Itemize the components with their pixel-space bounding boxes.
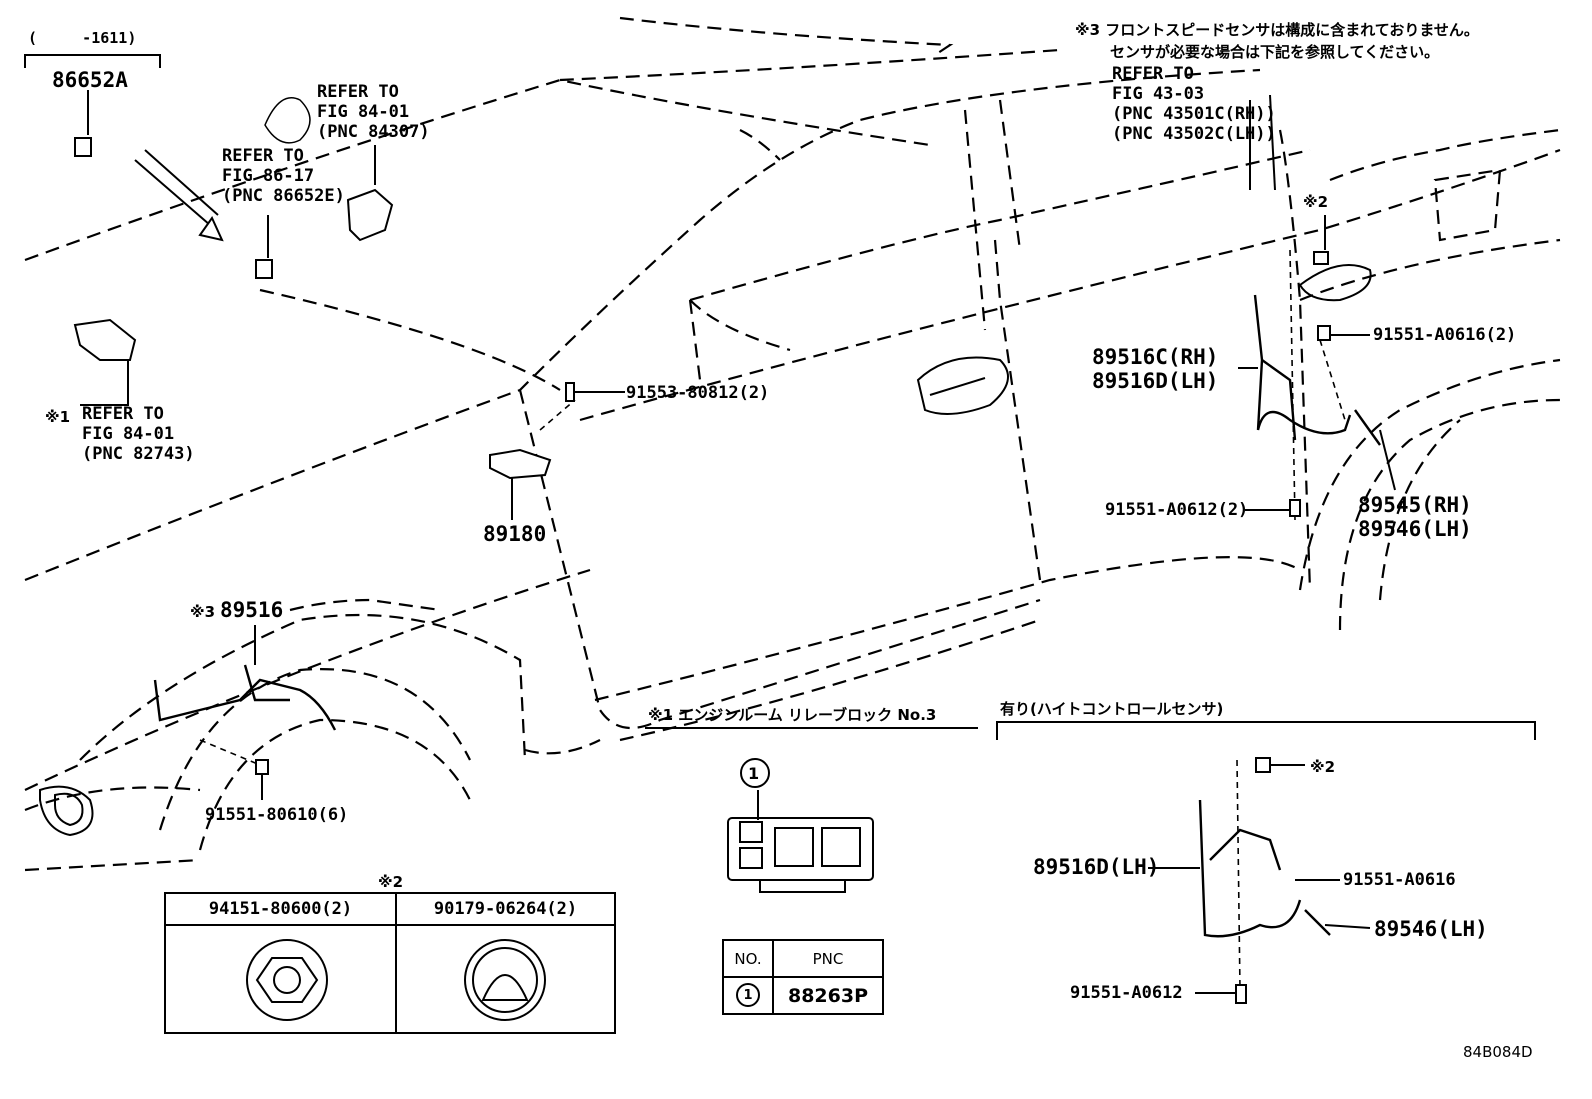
- part-86652A[interactable]: 86652A: [52, 68, 128, 92]
- note-3-line-1: ※3 フロントスピードセンサは構成に含まれておりません。: [1075, 21, 1479, 39]
- note-mark-1: ※1: [45, 408, 71, 426]
- relay-bracket-icon: [73, 318, 137, 361]
- note-mark-2-table: ※2: [378, 873, 404, 891]
- refer-82743[interactable]: REFER TO FIG 84-01 (PNC 82743): [82, 404, 195, 464]
- part-icons: [73, 137, 1331, 1004]
- part-89516D-variant[interactable]: 89516D(LH): [1033, 855, 1160, 879]
- pnc-row-value[interactable]: 88263P: [787, 984, 869, 1007]
- relay-block-icon: [727, 758, 874, 893]
- part-89180[interactable]: 89180: [483, 522, 547, 546]
- part-91551-A0616[interactable]: 91551-A0616: [1343, 870, 1456, 890]
- clip-icon: [255, 259, 273, 279]
- part-89545[interactable]: 89545(RH): [1358, 493, 1472, 517]
- note-mark-3: ※3: [190, 603, 216, 621]
- leader-lines: [24, 54, 1536, 994]
- relay-block-title: ※1 エンジンルーム リレーブロック No.3: [648, 706, 937, 724]
- part-91551-A0612[interactable]: 91551-A0612: [1070, 983, 1183, 1003]
- bolt-icon: [255, 759, 269, 775]
- part-89516D[interactable]: 89516D(LH): [1092, 369, 1219, 393]
- refer-86652E[interactable]: REFER TO FIG 86-17 (PNC 86652E): [222, 146, 345, 206]
- pnc-header-pnc: PNC: [812, 949, 844, 968]
- height-control-title: 有り(ハイトコントロールセンサ): [1000, 700, 1224, 718]
- bracket-range-label: ( -1611): [28, 29, 137, 47]
- note-mark-2-right: ※2: [1310, 758, 1336, 776]
- pnc-row-number: 1: [743, 988, 753, 1003]
- diagram-code: 84B084D: [1463, 1043, 1533, 1061]
- callout-circle-1: [740, 758, 770, 788]
- fastener-header-94151[interactable]: 94151-80600(2): [208, 899, 353, 919]
- bolt-icon: [565, 382, 575, 402]
- pnc-header-no: NO.: [734, 949, 762, 968]
- module-89180-icon: [489, 448, 552, 480]
- part-89516[interactable]: 89516: [220, 598, 284, 622]
- fastener-header-90179[interactable]: 90179-06264(2): [433, 899, 578, 919]
- part-91551-A0612-2[interactable]: 91551-A0612(2): [1105, 500, 1249, 520]
- clip-icon: [74, 137, 92, 157]
- part-89516C[interactable]: 89516C(RH): [1092, 345, 1219, 369]
- sensor-icon: [346, 188, 394, 242]
- nut-icon: [1255, 757, 1271, 773]
- pnc-table-frame: [722, 939, 884, 1015]
- bolt-icon: [1235, 984, 1247, 1004]
- note-3-line-2: センサが必要な場合は下記を参照してください。: [1110, 43, 1440, 61]
- bolt-icon: [1317, 325, 1331, 341]
- part-91551-A0616-2[interactable]: 91551-A0616(2): [1373, 325, 1517, 345]
- refer-43-03[interactable]: REFER TO FIG 43-03 (PNC 43501C(RH)) (PNC…: [1112, 64, 1276, 144]
- part-89546-variant[interactable]: 89546(LH): [1374, 917, 1488, 941]
- part-89546[interactable]: 89546(LH): [1358, 517, 1472, 541]
- part-91553-80812[interactable]: 91553-80812(2): [626, 383, 770, 403]
- note-mark-2-top: ※2: [1303, 193, 1329, 211]
- fastener-table-frame: [164, 892, 616, 1034]
- nut-icon: [1313, 251, 1329, 265]
- refer-84307[interactable]: REFER TO FIG 84-01 (PNC 84307): [317, 82, 430, 142]
- arrow: [134, 149, 224, 242]
- relay-callout-number: 1: [748, 764, 760, 783]
- part-91551-80610[interactable]: 91551-80610(6): [205, 805, 349, 825]
- bolt-icon: [1289, 499, 1301, 517]
- vehicle-outline: [24, 16, 1561, 872]
- sensor-harness: [153, 294, 1381, 938]
